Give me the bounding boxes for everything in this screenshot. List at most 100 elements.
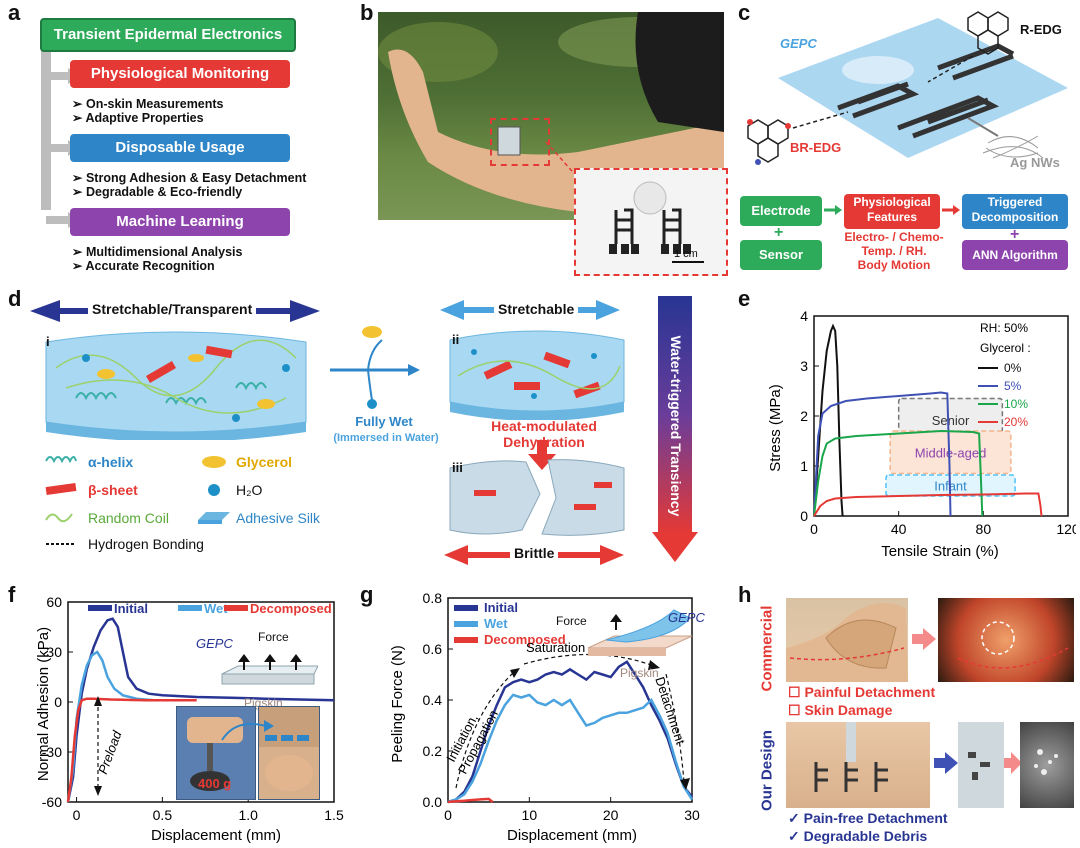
test-setup-illustration — [187, 717, 243, 791]
annotation-label: Middle-aged — [915, 445, 987, 460]
commercial-label: Commercial — [758, 605, 776, 692]
ann-algorithm-box: ANN Algorithm — [962, 240, 1068, 270]
commercial-photo-1 — [786, 598, 908, 682]
hydrogen-bond-icon — [46, 543, 76, 545]
panel-label-g: g — [360, 582, 374, 607]
water-transiency-arrow — [652, 296, 698, 562]
x-tick-label: 80 — [976, 521, 992, 537]
series-line-decomposed — [447, 797, 494, 804]
series-line-decomposed — [66, 697, 197, 803]
features-list: Electro- / Chemo-Temp. / RH.Body Motion — [844, 230, 944, 272]
silk-film-i — [36, 328, 316, 442]
water-triggered-label: Water-triggered Transiency — [668, 335, 684, 517]
gepc-label: GEPC — [668, 610, 705, 625]
random-coil-icon — [45, 513, 73, 523]
legend-label: Wet — [484, 616, 508, 631]
saturation-arrow — [523, 653, 655, 667]
legend-h2o: H₂O — [236, 482, 263, 498]
series-line-wet — [447, 693, 694, 804]
pain-free-label: ✓ Pain-free Detachment — [788, 810, 948, 826]
bullet: ➢ On-skin Measurements — [72, 97, 224, 111]
brittle-label: Brittle — [510, 545, 559, 561]
series-line-0- — [813, 323, 844, 517]
r-edg-lattice — [967, 11, 1009, 55]
legend-title: RH: 50% — [980, 321, 1028, 335]
force-label: Force — [258, 630, 289, 644]
force-label: Force — [556, 614, 587, 628]
legend-label: 5% — [1004, 379, 1022, 393]
wrist-photo — [258, 706, 320, 800]
electrode-pattern — [609, 181, 704, 263]
arrow-right-icon — [942, 205, 960, 215]
series-line-5- — [813, 391, 952, 517]
legend-adhesive-silk: Adhesive Silk — [236, 510, 321, 526]
curved-arrow-icon — [221, 720, 274, 741]
panel-label-a: a — [8, 0, 21, 25]
x-axis-label: Displacement (mm) — [507, 827, 637, 844]
x-tick-label: 20 — [603, 807, 619, 823]
our-design-photo-1 — [786, 722, 930, 808]
section-physiological-monitoring: Physiological Monitoring — [70, 60, 290, 88]
series-line-initial — [66, 617, 335, 803]
gepc-label: GEPC — [196, 636, 233, 651]
arrow-down-icon — [94, 786, 102, 796]
commercial-photo-2 — [938, 598, 1074, 682]
y-tick-label: -30 — [42, 744, 62, 760]
x-tick-label: 0 — [444, 807, 452, 823]
section-machine-learning: Machine Learning — [70, 208, 290, 236]
arrow-icon — [680, 778, 690, 790]
x-tick-label: 0 — [810, 521, 818, 537]
arrow-up-icon — [94, 696, 102, 706]
panel-label-b: b — [360, 0, 374, 25]
device-inset: 1 cm — [574, 168, 728, 276]
degraded-debris-illustration — [1034, 749, 1058, 775]
arrow-down-icon — [528, 440, 556, 470]
y-tick-label: -60 — [42, 794, 62, 810]
our-design-label: Our Design — [758, 730, 776, 811]
stress-strain-chart: Stress (MPa) Tensile Strain (%) RH: 50% … — [767, 308, 1076, 560]
x-tick-label: 1.5 — [324, 807, 344, 823]
legend-label: 10% — [1004, 397, 1028, 411]
legend-beta-sheet: β-sheet — [88, 482, 138, 498]
section-disposable-usage: Disposable Usage — [70, 134, 290, 162]
panel-label-c: c — [738, 0, 751, 25]
wrist-illustration — [259, 707, 319, 791]
zoom-region-box — [490, 118, 550, 166]
annotation-label: Senior — [932, 413, 970, 428]
beta-sheet-icon — [45, 482, 77, 496]
panel-label-f: f — [8, 582, 16, 607]
bullet: ➢ Accurate Recognition — [72, 259, 215, 273]
glycerol-icon — [202, 456, 226, 468]
water-molecule-icon — [208, 484, 220, 496]
ag-nws-cluster — [982, 135, 1044, 159]
patch-peel-illustration — [786, 602, 908, 682]
series-line-10- — [813, 429, 984, 517]
painful-detachment-label: ☐ Painful Detachment — [788, 684, 936, 700]
preload-label: Preload — [95, 728, 125, 776]
arrow-right-icon — [824, 205, 842, 215]
legend-hydrogen-bonding: Hydrogen Bonding — [88, 536, 204, 552]
br-edg-label: BR-EDG — [790, 140, 842, 155]
skin-damage-label: ☐ Skin Damage — [788, 702, 893, 718]
legend-random-coil: Random Coil — [88, 510, 169, 526]
legend-label: Decomposed — [484, 632, 566, 647]
sensor-box: Sensor — [740, 240, 822, 270]
skin-damage-illustration — [957, 621, 1069, 669]
plus-sign: + — [774, 224, 784, 241]
arrow-right-icon — [934, 752, 958, 774]
legend-label: Initial — [114, 601, 148, 616]
x-tick-label: 1.0 — [238, 807, 258, 823]
force-diagram — [221, 654, 318, 685]
brittle-film-illustration — [449, 459, 625, 536]
bullet: ➢ Strong Adhesion & Easy Detachment — [72, 171, 307, 185]
x-tick-label: 30 — [684, 807, 700, 823]
x-tick-label: 10 — [522, 807, 538, 823]
legend-label: Decomposed — [250, 601, 332, 616]
electrode-box: Electrode — [740, 196, 822, 226]
silk-film-ii — [444, 326, 630, 421]
degradable-debris-label: ✓ Degradable Debris — [788, 828, 928, 844]
silk-film-iii — [444, 454, 630, 544]
y-tick-label: 0.4 — [423, 692, 443, 708]
initiation-arrow — [455, 671, 515, 789]
